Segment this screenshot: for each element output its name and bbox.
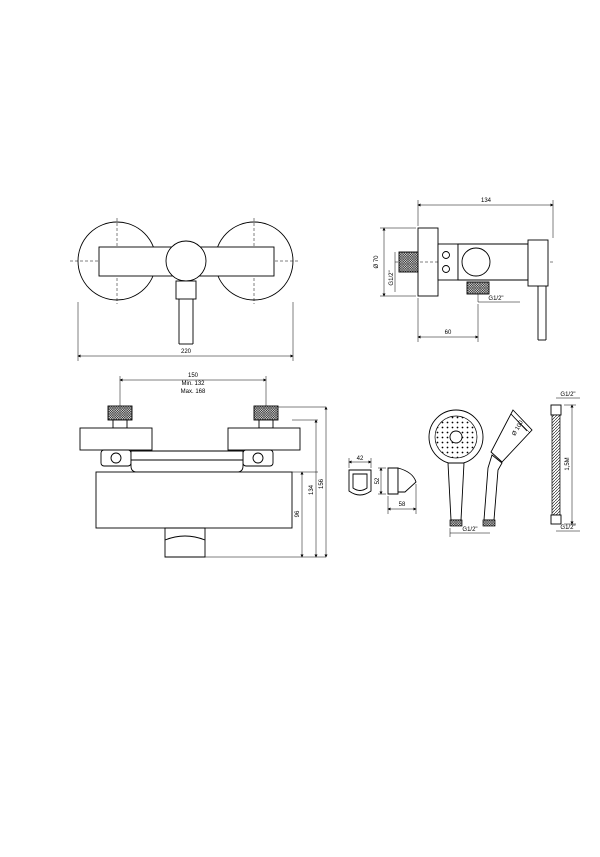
dim-hose-thread-bottom: G1/2" bbox=[560, 525, 575, 531]
front-top-view: 220 bbox=[70, 218, 300, 361]
holder-side bbox=[397, 467, 417, 493]
dim-holder-depth: 58 bbox=[399, 502, 406, 508]
dim-side-offset: 60 bbox=[445, 330, 452, 336]
dim-side-inlet-thread: G1/2" bbox=[389, 270, 395, 285]
dim-side-outlet-thread: G1/2" bbox=[488, 296, 503, 302]
mixer-outlet bbox=[164, 527, 206, 558]
hose-body bbox=[551, 414, 561, 516]
dim-side-depth: 134 bbox=[481, 198, 492, 204]
dim-hose-length: 1,5M bbox=[565, 457, 571, 470]
mixer-body-front bbox=[130, 450, 244, 473]
dim-centers-max: Max. 168 bbox=[181, 389, 206, 395]
side-connector bbox=[437, 243, 459, 281]
dim-handshower-thread: G1/2" bbox=[462, 527, 477, 533]
side-inlet-knurl bbox=[398, 251, 419, 273]
side-handle-base bbox=[527, 239, 549, 287]
dim-front-width: 220 bbox=[181, 349, 192, 355]
front-elevation: 150 Min. 132 Max. 168 96 134 156 bbox=[79, 373, 328, 558]
dim-holder-width: 42 bbox=[357, 456, 364, 462]
side-view: 134 Ø 70 G1/2" G1/2" 60 bbox=[374, 198, 555, 342]
right-escutcheon-side bbox=[227, 427, 301, 451]
handshower-side-handle bbox=[483, 454, 503, 521]
dim-hose-thread-top: G1/2" bbox=[560, 392, 575, 398]
dim-holder-height: 52 bbox=[375, 477, 381, 484]
dim-centers-nominal: 150 bbox=[188, 373, 199, 379]
dim-height-total: 156 bbox=[319, 478, 325, 489]
handshower-handle bbox=[447, 462, 465, 521]
dim-height-outlet: 96 bbox=[295, 510, 301, 517]
outlet-stub bbox=[175, 280, 197, 300]
left-escutcheon-side bbox=[79, 427, 153, 451]
handshower-side-head bbox=[490, 409, 533, 463]
side-knob bbox=[461, 247, 491, 277]
handshower-side: Ø 100 bbox=[482, 409, 533, 527]
mixer-lower-body bbox=[95, 471, 293, 529]
side-outlet-knurl bbox=[466, 281, 490, 295]
shower-holder: 42 52 58 bbox=[348, 456, 417, 514]
handshower-front: G1/2" bbox=[428, 409, 490, 537]
shower-hose: G1/2" 1,5M G1/2" bbox=[550, 392, 580, 532]
right-inlet-knurl bbox=[253, 405, 279, 421]
left-inlet-knurl bbox=[107, 405, 133, 421]
dim-centers-min: Min. 132 bbox=[181, 381, 205, 387]
dim-side-diameter: Ø 70 bbox=[374, 255, 380, 269]
dim-height-body: 134 bbox=[309, 484, 315, 495]
control-knob bbox=[165, 240, 207, 282]
